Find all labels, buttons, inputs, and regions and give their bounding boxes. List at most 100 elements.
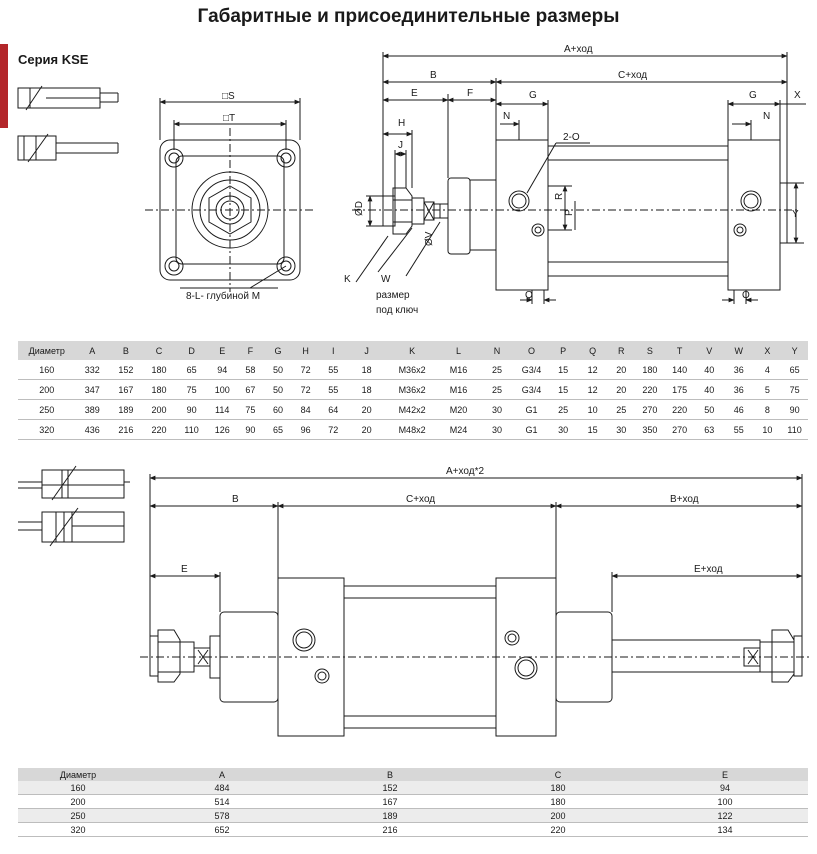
table-cell: 578 <box>214 810 230 821</box>
table-cell: 10 <box>587 404 598 415</box>
table-cell: 167 <box>382 796 398 807</box>
dim-q1-label: Q <box>525 290 533 301</box>
table-header-cell: D <box>175 341 208 360</box>
table-cell: 20 <box>361 424 372 435</box>
table-cell: 270 <box>672 424 688 435</box>
table-cell: 220 <box>550 824 566 835</box>
table-cell: 484 <box>214 782 230 793</box>
table-cell: 72 <box>328 424 339 435</box>
table-cell: 94 <box>719 782 730 793</box>
table-cell: 250 <box>39 404 55 415</box>
table-cell: 36 <box>733 384 744 395</box>
table-cell: G3/4 <box>521 384 542 395</box>
dim-r-label: R <box>554 193 565 200</box>
dim-k-label: K <box>344 274 351 285</box>
dim-c-stroke-bottom-label: C+ход <box>406 494 435 505</box>
double-rod-symbol-alt-icon <box>18 507 125 547</box>
table-cell: 200 <box>151 404 167 415</box>
dim-a-stroke-label: A+ход <box>564 44 593 55</box>
dim-p-label: P <box>564 209 575 216</box>
table-header-cell: S <box>635 341 665 360</box>
dim-s-label: □S <box>222 91 235 102</box>
table-cell: 514 <box>214 796 230 807</box>
table-cell: M36x2 <box>398 364 426 375</box>
table-cell: 30 <box>491 404 502 415</box>
dim-b-label: B <box>430 70 437 81</box>
dim-e-stroke-label: E+ход <box>694 564 723 575</box>
table-cell: 200 <box>39 384 55 395</box>
table-cell: 220 <box>642 384 658 395</box>
dimensions-table-kse: Диаметр A B C D E F G H I J K L N O P Q … <box>18 341 808 440</box>
table-cell: 180 <box>151 364 167 375</box>
dim-e-label: E <box>411 88 418 99</box>
table-header-cell: K <box>386 341 438 360</box>
table-cell: M36x2 <box>398 384 426 395</box>
table-cell: 36 <box>733 364 744 375</box>
table-cell: M48x2 <box>398 424 426 435</box>
table-cell: 389 <box>84 404 100 415</box>
table-header-cell: E <box>207 341 237 360</box>
side-view <box>352 52 806 304</box>
dim-v-label: ØV <box>424 231 435 246</box>
table-cell: 250 <box>70 810 86 821</box>
table-cell: 270 <box>642 404 658 415</box>
dim-g1-label: G <box>529 90 537 101</box>
table-cell: 320 <box>70 824 86 835</box>
table-cell: G1 <box>525 424 538 435</box>
table-header-cell: L <box>437 341 480 360</box>
table-header-cell: Y <box>781 341 808 360</box>
table-cell: 200 <box>550 810 566 821</box>
table-cell: 30 <box>558 424 569 435</box>
table-cell: 20 <box>616 364 627 375</box>
dim-n2-label: N <box>763 111 770 122</box>
dim-y-label: Y <box>792 209 799 220</box>
table-cell: 10 <box>762 424 773 435</box>
dim-g2-label: G <box>749 90 757 101</box>
table-header-cell: A <box>138 768 306 781</box>
dim-d-label: ØD <box>354 201 365 216</box>
table-cell: M20 <box>449 404 468 415</box>
table-cell: 25 <box>491 364 502 375</box>
dim-e-bottom-label: E <box>181 564 188 575</box>
table-cell: 60 <box>272 404 283 415</box>
dim-x-label: X <box>794 90 801 101</box>
table-cell: 12 <box>587 364 598 375</box>
table-cell: 25 <box>491 384 502 395</box>
table-cell: 5 <box>764 384 770 395</box>
table-cell: 4 <box>764 364 770 375</box>
table-cell: 160 <box>39 364 55 375</box>
table-header-cell: Диаметр <box>18 341 76 360</box>
dim-2-o-label: 2-O <box>563 132 580 143</box>
table-cell: 96 <box>300 424 311 435</box>
table-header-cell: P <box>548 341 578 360</box>
table-cell: 110 <box>184 424 199 435</box>
table-cell: 72 <box>300 364 311 375</box>
table-cell: G3/4 <box>521 364 542 375</box>
table-header-cell: B <box>306 768 474 781</box>
table-cell: 50 <box>272 364 283 375</box>
table-cell: 652 <box>214 824 230 835</box>
table-cell: 90 <box>789 404 800 415</box>
table-cell: 8 <box>764 404 770 415</box>
cylinder-symbol-alt-icon <box>17 133 119 163</box>
table-cell: 18 <box>361 384 372 395</box>
cylinder-symbol-icon <box>17 85 119 111</box>
table-cell: 12 <box>587 384 598 395</box>
table-cell: 436 <box>84 424 100 435</box>
table-cell: 122 <box>717 810 733 821</box>
table-cell: 100 <box>214 384 230 395</box>
table-cell: 320 <box>39 424 55 435</box>
table-cell: 50 <box>272 384 283 395</box>
table-cell: 75 <box>789 384 800 395</box>
table-cell: 220 <box>672 404 688 415</box>
table-cell: 46 <box>733 404 744 415</box>
table-header-cell: O <box>514 341 549 360</box>
table-cell: 75 <box>186 384 197 395</box>
double-rod-symbol-icon <box>18 465 130 501</box>
